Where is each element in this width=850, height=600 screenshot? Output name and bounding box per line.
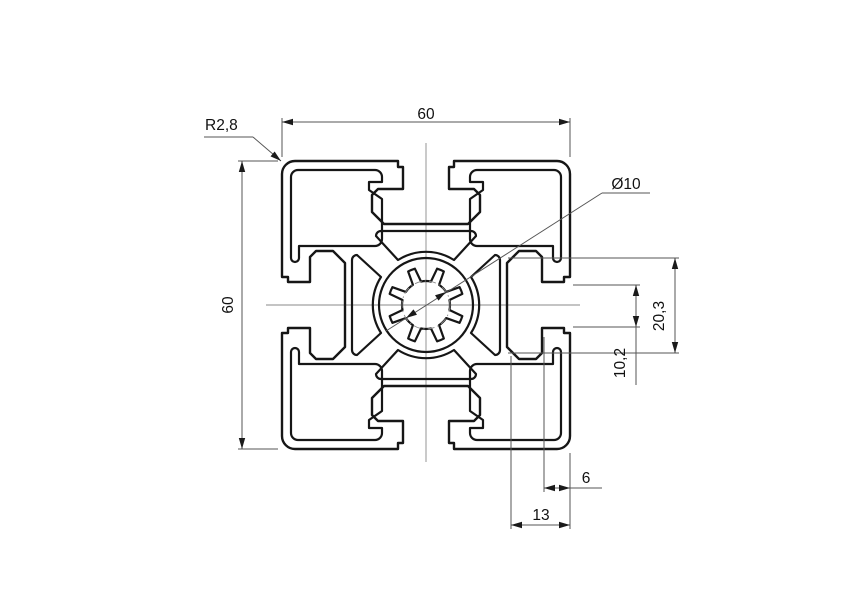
core-cavity-left (350, 253, 383, 357)
centerlines (266, 143, 580, 462)
dim-label-slot-lip-depth: 6 (582, 470, 591, 487)
dim-center-bore: Ø10 (385, 176, 650, 332)
arrowhead (238, 438, 246, 449)
dim-label-slot-cavity-width: 20,3 (651, 301, 668, 331)
dimension-arrowheads (238, 118, 679, 529)
dim-overall-width: 60 (281, 106, 571, 157)
dim-slot-depth: 13 (510, 356, 571, 529)
profile-outer-contour (280, 159, 572, 451)
dim-label-height: 60 (220, 296, 237, 314)
core-cavity-bottom (374, 348, 478, 381)
arrowhead (671, 342, 679, 353)
arrowhead (282, 118, 293, 126)
arrowhead (632, 316, 640, 327)
leader-line (385, 192, 603, 332)
arrowhead (559, 521, 570, 529)
arrowhead (559, 118, 570, 126)
arrowhead (559, 484, 570, 492)
bore-reference-circle (401, 280, 451, 330)
corner-cavity-top-left (289, 168, 384, 264)
dim-label-corner-radius: R2,8 (205, 117, 238, 134)
arrowhead (671, 258, 679, 269)
corner-cavity-bottom-left (289, 346, 384, 442)
arrowhead (238, 161, 246, 172)
dim-label-width: 60 (417, 106, 435, 123)
arrowhead (435, 292, 446, 301)
arrowhead (406, 309, 417, 318)
dim-slot-opening: 10,2 (573, 284, 640, 385)
profile-geometry (280, 159, 572, 451)
dim-slot-cavity-width: 20,3 (508, 257, 679, 354)
corner-cavity-bottom-right (468, 346, 563, 442)
center-boss-circle (377, 256, 475, 354)
dim-label-center-bore: Ø10 (611, 176, 641, 193)
arrowhead (632, 285, 640, 296)
corner-cavity-top-right (468, 168, 563, 264)
arrowhead (511, 521, 522, 529)
dim-label-slot-depth: 13 (532, 507, 549, 524)
arrowhead (270, 151, 281, 161)
dim-label-slot-opening: 10,2 (612, 348, 629, 378)
dim-overall-height: 60 (220, 160, 278, 450)
dim-corner-radius: R2,8 (204, 117, 282, 162)
core-cavity-top (374, 229, 478, 262)
arrowhead (544, 484, 555, 492)
